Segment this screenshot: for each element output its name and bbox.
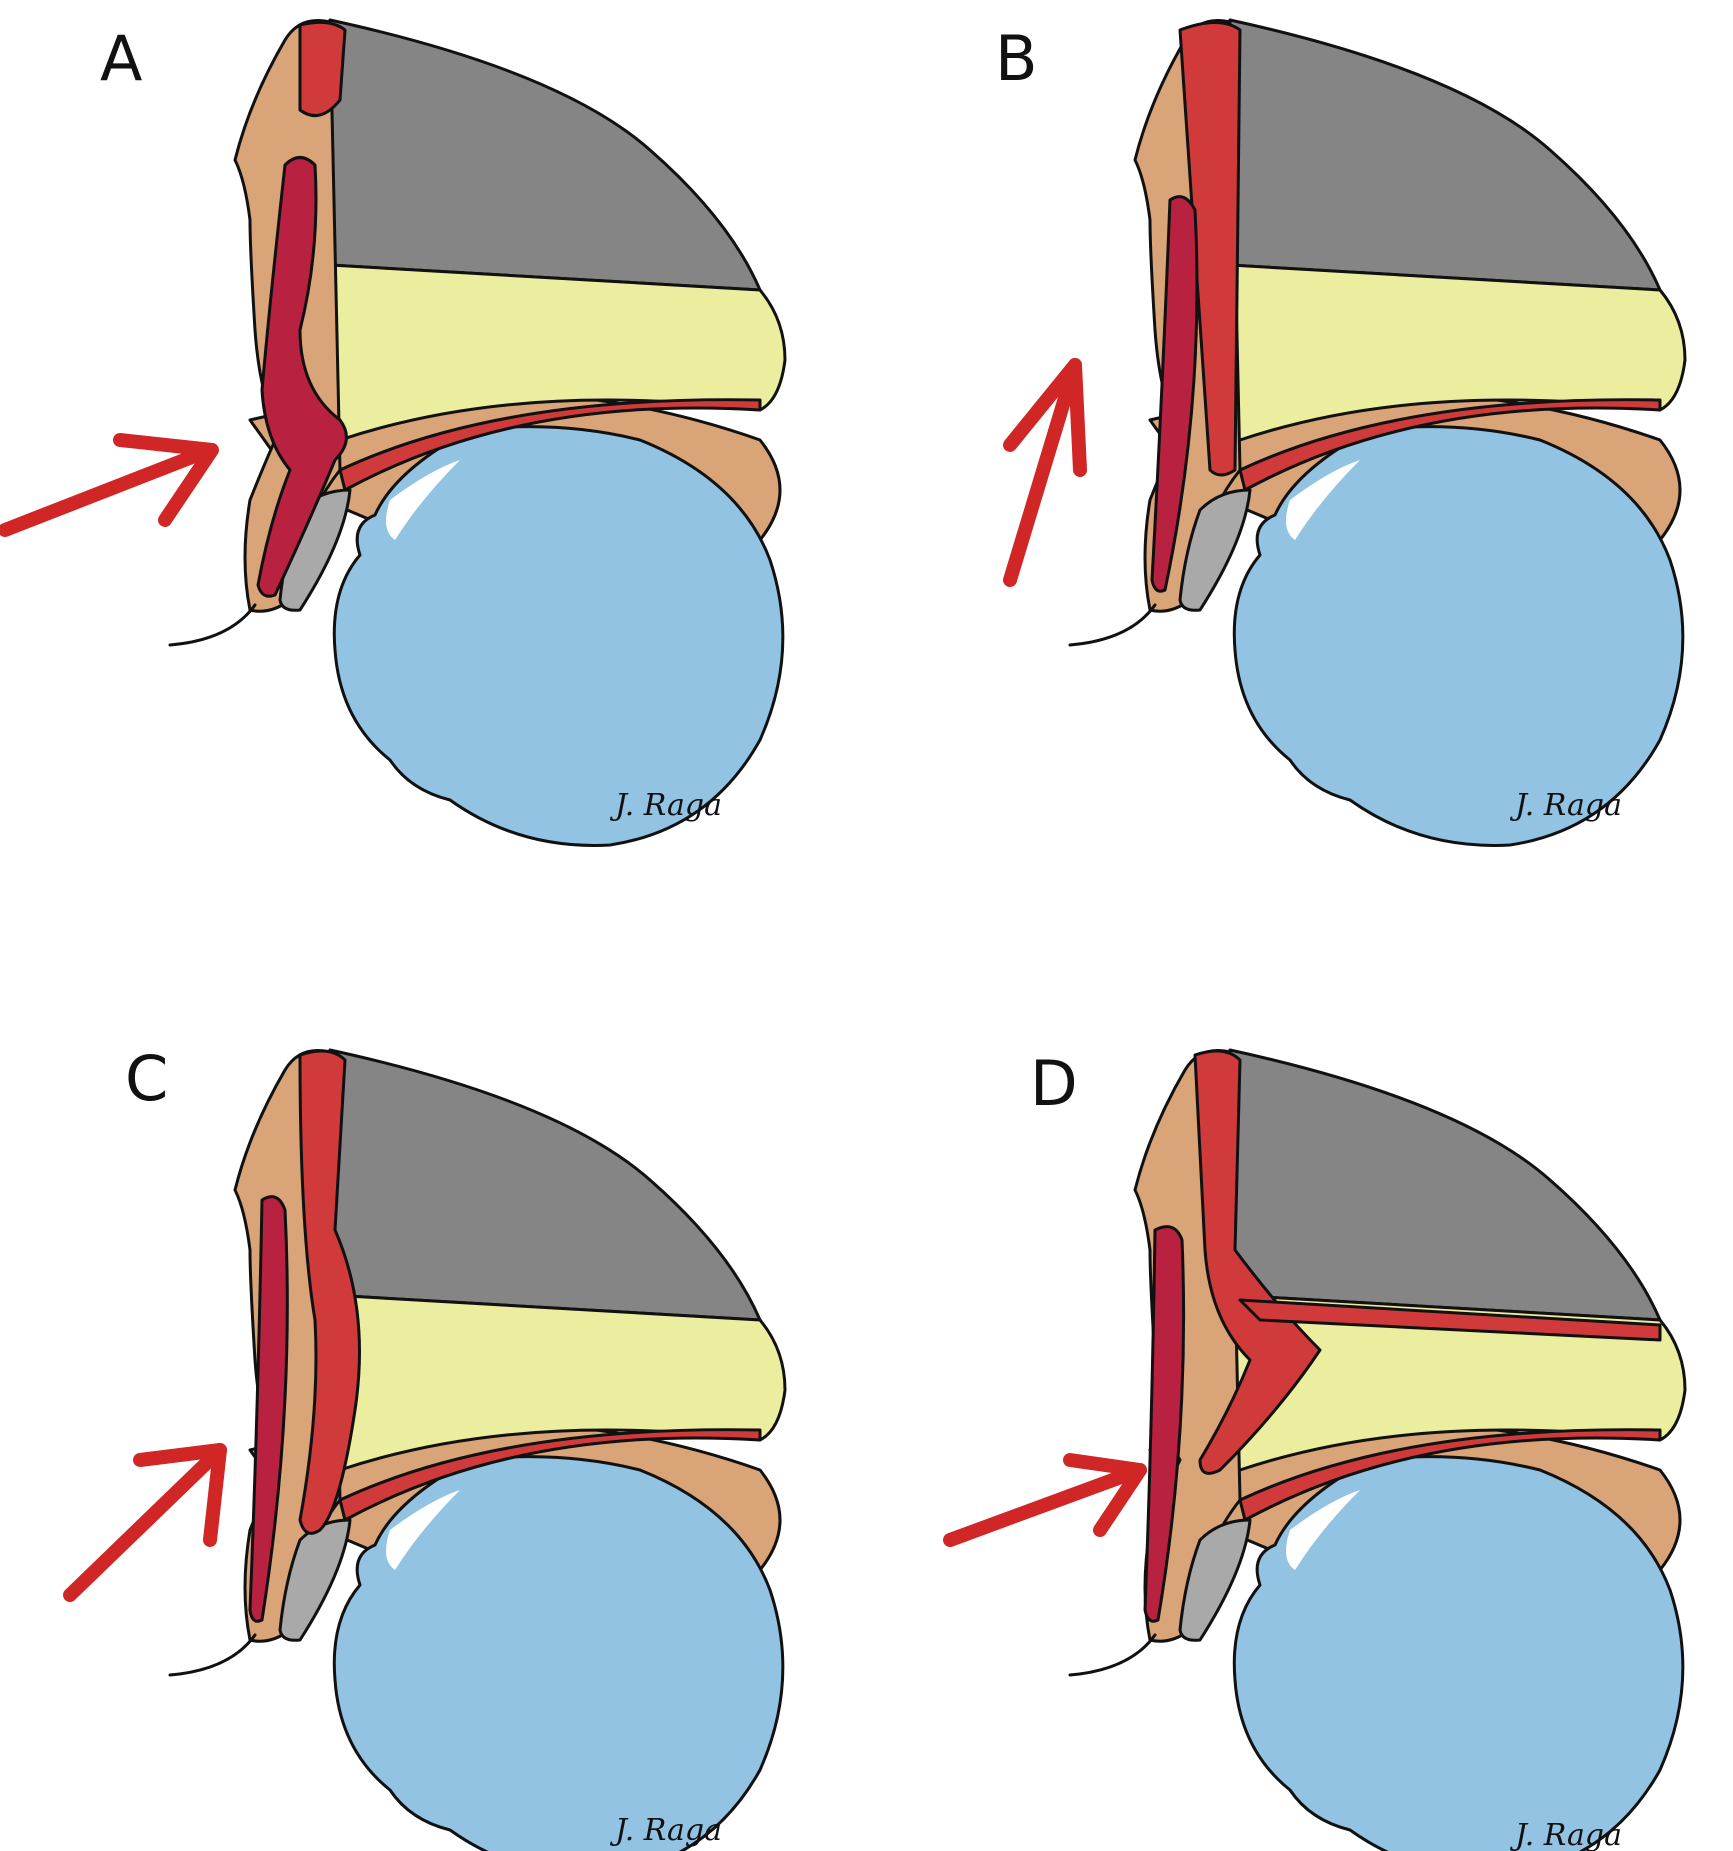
signature: J. Raga xyxy=(1509,1818,1622,1851)
signature: J. Raga xyxy=(609,1813,722,1848)
panel-c-label: C xyxy=(125,1042,168,1115)
signature: J. Raga xyxy=(1509,788,1622,823)
panel-c: C J. Raga xyxy=(63,1042,787,1851)
arrow-icon xyxy=(0,433,219,537)
panel-a-label: A xyxy=(100,22,142,95)
panel-d-label: D xyxy=(1030,1047,1078,1120)
arrow-icon xyxy=(1003,358,1087,587)
signature: J. Raga xyxy=(609,788,722,823)
panel-a: A J. Raga xyxy=(0,18,787,847)
arrow-icon xyxy=(943,1453,1147,1547)
panel-b-label: B xyxy=(995,22,1038,95)
panel-d: D J. Raga xyxy=(943,1047,1687,1851)
panel-b: B J. Raga xyxy=(995,18,1687,847)
arrow-icon xyxy=(63,1443,227,1602)
